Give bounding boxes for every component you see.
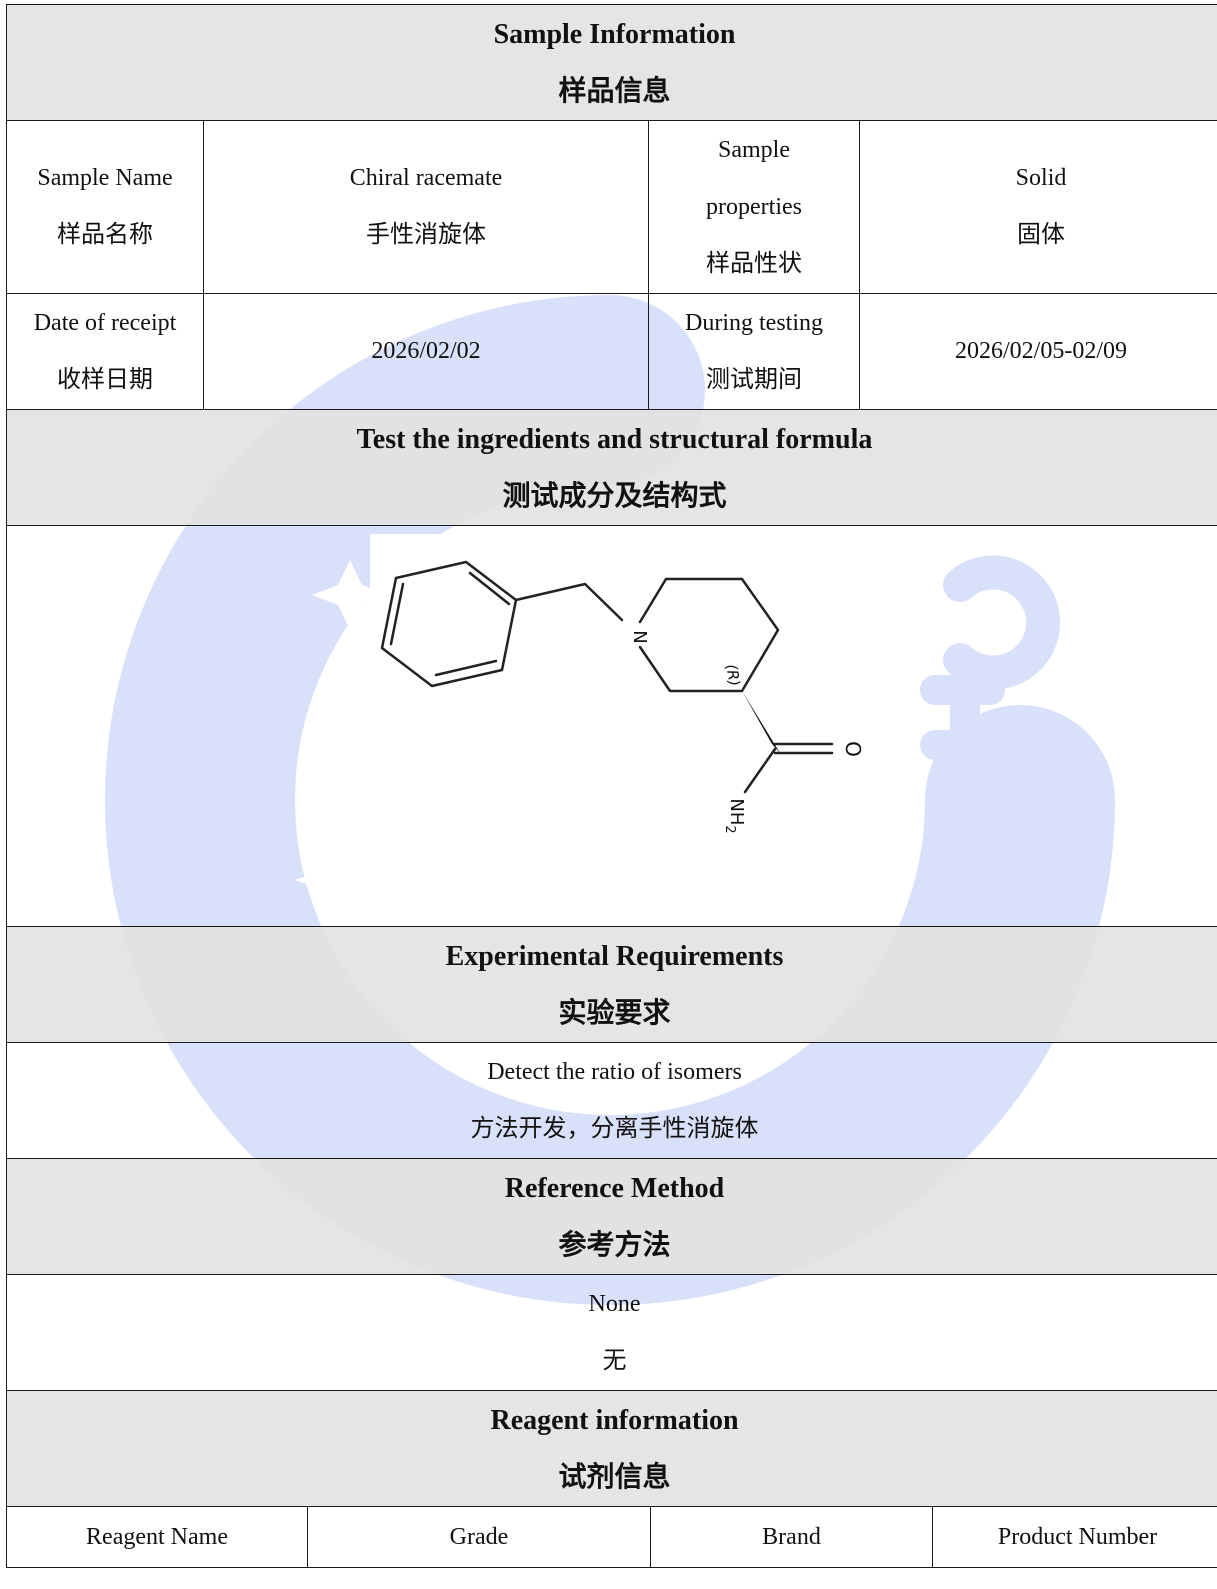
sample-report-table: Sample Information 样品信息 Sample Name 样品名称… [5, 4, 1217, 1568]
reagent-name-column-header: Reagent Name [6, 1506, 308, 1568]
date-of-receipt-value: 2026/02/02 [203, 293, 649, 410]
product-number-column-header: Product Number [931, 1506, 1217, 1568]
experimental-requirements-value: Detect the ratio of isomers 方法开发，分离手性消旋体 [5, 1042, 1217, 1159]
structure-header: Test the ingredients and structural form… [5, 409, 1217, 526]
testing-period-label: During testing 测试期间 [648, 293, 860, 410]
experimental-requirements-header: Experimental Requirements 实验要求 [5, 926, 1217, 1043]
structural-formula-diagram: N (R) O NH2 [369, 533, 880, 919]
reference-method-value: None 无 [5, 1274, 1217, 1391]
nitrogen-atom-label: N [629, 630, 650, 643]
sample-properties-value: Solid 固体 [858, 120, 1217, 294]
sample-properties-label: Sample properties 样品性状 [648, 120, 860, 294]
grade-column-header: Grade [307, 1506, 651, 1568]
reference-method-header: Reference Method 参考方法 [5, 1158, 1217, 1275]
sample-name-value: Chiral racemate 手性消旋体 [203, 120, 649, 294]
stereo-descriptor-label: (R) [722, 662, 744, 687]
testing-period-value: 2026/02/05-02/09 [858, 293, 1217, 410]
sample-name-label: Sample Name 样品名称 [6, 120, 204, 294]
structural-formula-cell: N (R) O NH2 [5, 525, 1217, 927]
header-zh: 样品信息 [558, 75, 671, 107]
reagent-information-header: Reagent information 试剂信息 [5, 1390, 1217, 1507]
brand-column-header: Brand [650, 1506, 933, 1568]
sample-information-header: Sample Information 样品信息 [5, 4, 1217, 121]
date-of-receipt-label: Date of receipt 收样日期 [6, 293, 204, 410]
oxygen-atom-label: O [841, 741, 865, 757]
header-en: Sample Information [493, 18, 736, 50]
